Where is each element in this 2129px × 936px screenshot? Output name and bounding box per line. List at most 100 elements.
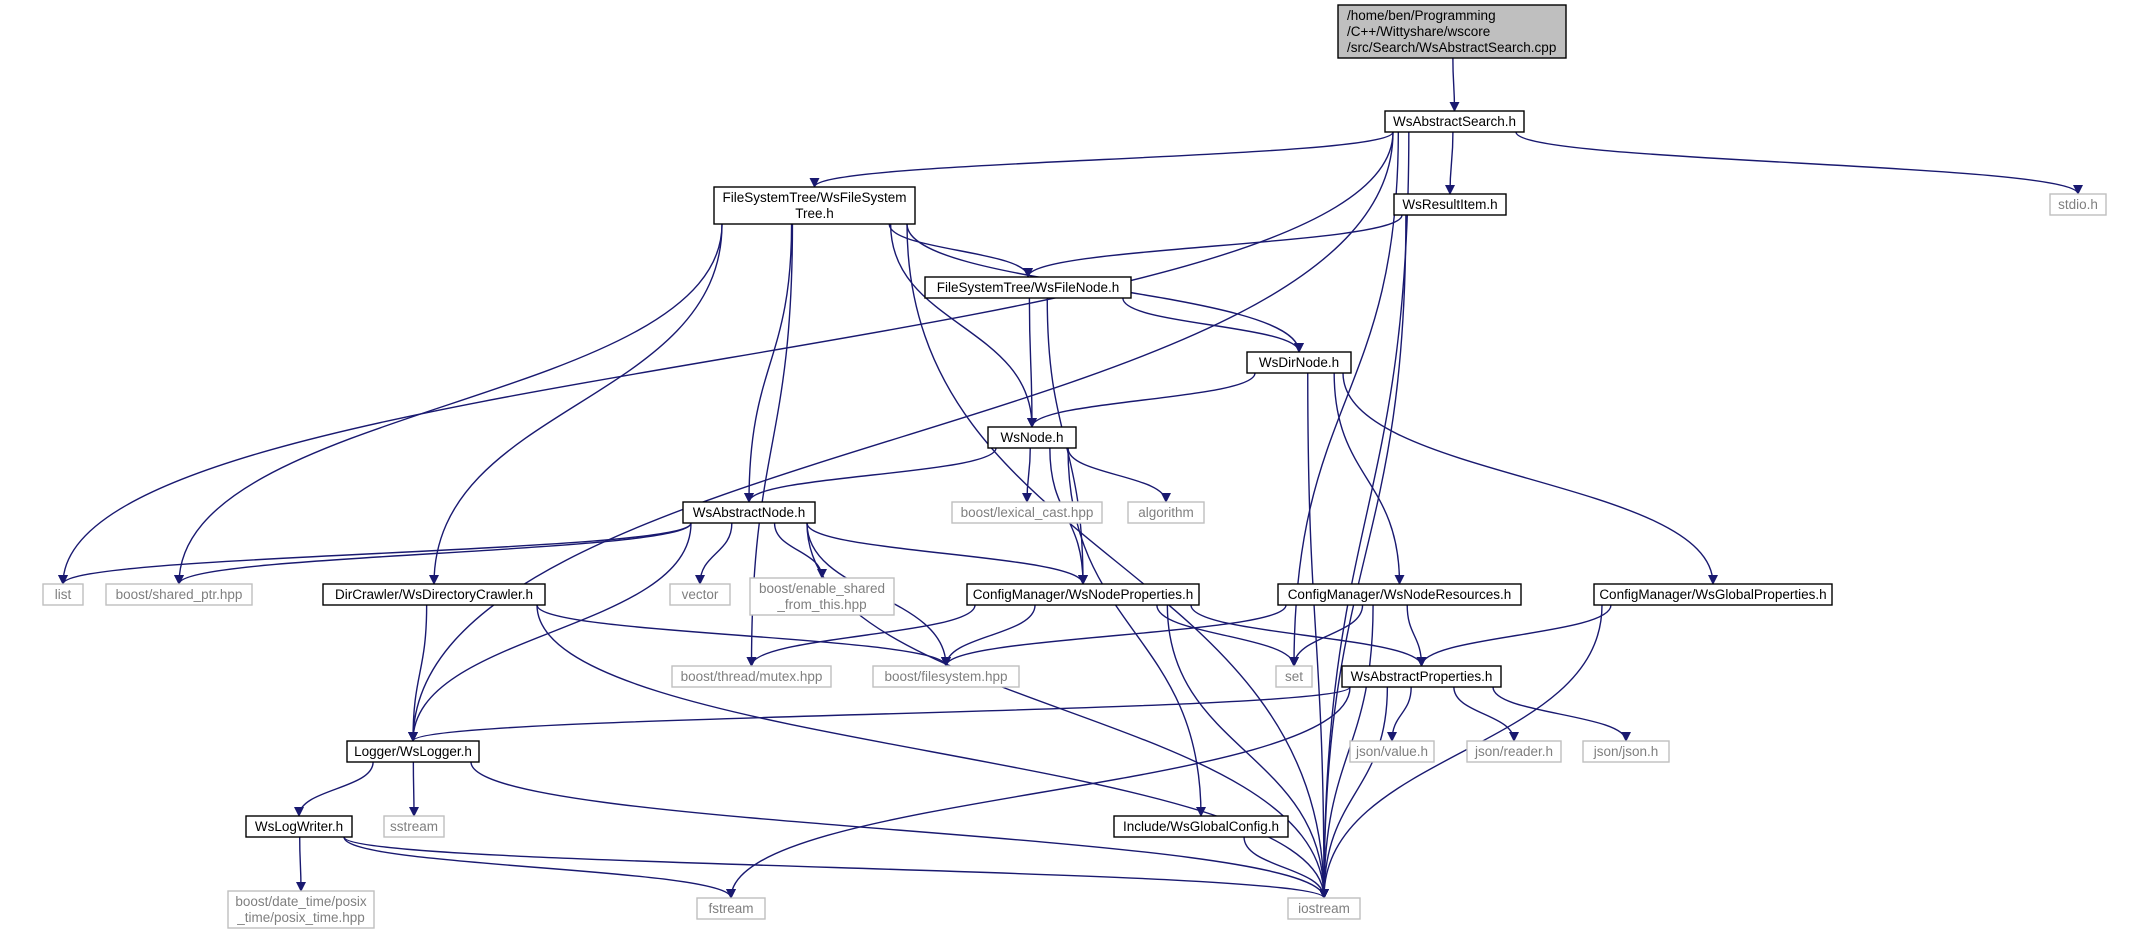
edge-wsfilesystemtree-to-wsdirectorycrawler: [429, 223, 723, 585]
edge-wsabstractsearch-to-list: [58, 131, 1394, 585]
node-label: WsResultItem.h: [1402, 197, 1497, 212]
edge-wslogwriter-to-fstream: [343, 836, 736, 899]
node-wslogwriter[interactable]: WsLogWriter.h: [245, 815, 353, 838]
node-wsdirectorycrawler[interactable]: DirCrawler/WsDirectoryCrawler.h: [322, 583, 546, 606]
edge-wsfilesystemtree-to-shared_ptr: [174, 223, 723, 585]
edge-wsabstractsearch-to-wsfilesystemtree: [809, 131, 1394, 188]
node-wsglobalconfig[interactable]: Include/WsGlobalConfig.h: [1113, 815, 1289, 838]
edge-wslogwriter-to-posix_time: [295, 836, 306, 892]
node-box: [696, 897, 766, 920]
node-algorithm: algorithm: [1127, 501, 1205, 524]
edge-wsnode-to-lexical_cast: [1022, 447, 1033, 503]
edge-wsfilesystemtree-to-wsfilenode: [888, 223, 1033, 278]
node-label: boost/date_time/posix: [235, 894, 367, 909]
edge-wsabstractnode-to-list: [58, 522, 692, 585]
edge-wsnodeproperties-to-filesystem: [941, 604, 1036, 667]
node-box: [346, 740, 480, 763]
node-wsnodeproperties[interactable]: ConfigManager/WsNodeProperties.h: [966, 583, 1200, 606]
node-json_reader: json/reader.h: [1466, 740, 1562, 763]
node-label: boost/lexical_cast.hpp: [961, 505, 1094, 520]
node-set: set: [1275, 665, 1313, 688]
edge-wsresultitem-to-wsfilenode: [1023, 214, 1403, 278]
node-label: stdio.h: [2058, 197, 2098, 212]
edge-wsnoderesources-to-filesystem: [941, 604, 1287, 667]
edge-wsfilenode-to-wsnode: [1026, 297, 1037, 428]
node-box: [1246, 351, 1352, 374]
edge-wsnoderesources-to-iostream: [1319, 604, 1374, 899]
node-label: iostream: [1298, 901, 1350, 916]
node-wsfilenode[interactable]: FileSystemTree/WsFileNode.h: [924, 276, 1132, 299]
node-box: [1341, 665, 1502, 688]
node-box: [951, 501, 1103, 524]
node-label: json/json.h: [1593, 744, 1659, 759]
node-label: boost/enable_shared: [759, 581, 885, 596]
node-box: [671, 665, 832, 688]
edge-wsabstractsearch-to-stdio: [1515, 131, 2083, 195]
edge-wsfilenode-to-wsdirnode: [1122, 297, 1304, 353]
node-json_json: json/json.h: [1582, 740, 1670, 763]
node-label: ConfigManager/WsNodeResources.h: [1288, 587, 1512, 602]
node-wsnoderesources[interactable]: ConfigManager/WsNodeResources.h: [1277, 583, 1522, 606]
node-box: [966, 583, 1200, 606]
edge-wsabstractproperties-to-iostream: [1319, 686, 1389, 899]
edge-wsnodeproperties-to-set: [1156, 604, 1299, 667]
node-label: list: [55, 587, 72, 602]
node-label: /src/Search/WsAbstractSearch.cpp: [1347, 40, 1556, 55]
node-wslogger[interactable]: Logger/WsLogger.h: [346, 740, 480, 763]
node-box: [1277, 583, 1522, 606]
dependency-edges: [58, 57, 2083, 899]
node-wsglobalproperties[interactable]: ConfigManager/WsGlobalProperties.h: [1593, 583, 1833, 606]
node-label: FileSystemTree/WsFileSystem: [722, 190, 906, 205]
edge-wsabstractproperties-to-wslogger: [408, 686, 1351, 742]
node-sstream: sstream: [383, 815, 445, 838]
node-label: Tree.h: [795, 206, 834, 221]
node-wsabstractsearch[interactable]: WsAbstractSearch.h: [1384, 110, 1525, 133]
node-label: json/value.h: [1355, 744, 1428, 759]
node-box: [713, 186, 916, 225]
node-box: [105, 583, 253, 606]
node-box: [245, 815, 353, 838]
edge-root-to-wsabstractsearch: [1449, 57, 1460, 112]
edge-wsnoderesources-to-set: [1289, 604, 1364, 667]
node-box: [1593, 583, 1833, 606]
node-box: [1466, 740, 1562, 763]
edge-wsdirectorycrawler-to-wslogger: [408, 604, 428, 742]
node-box: [872, 665, 1020, 688]
node-wsresultitem[interactable]: WsResultItem.h: [1393, 193, 1507, 216]
node-enable_shared: boost/enable_shared_from_this.hpp: [749, 577, 895, 616]
edge-wsdirnode-to-wsnode: [1027, 372, 1256, 428]
node-label: FileSystemTree/WsFileNode.h: [937, 280, 1120, 295]
node-label: json/reader.h: [1474, 744, 1553, 759]
node-root[interactable]: /home/ben/Programming/C++/Wittyshare/wsc…: [1337, 4, 1567, 59]
node-filesystem: boost/filesystem.hpp: [872, 665, 1020, 688]
edge-wsabstractsearch-to-set: [1289, 131, 1400, 667]
node-vector: vector: [669, 583, 731, 606]
node-label: /C++/Wittyshare/wscore: [1347, 24, 1490, 39]
node-wsnode[interactable]: WsNode.h: [987, 426, 1077, 449]
edge-wsnodeproperties-to-mutex: [746, 604, 976, 667]
node-box: [682, 501, 816, 524]
node-wsabstractproperties[interactable]: WsAbstractProperties.h: [1341, 665, 1502, 688]
node-shared_ptr: boost/shared_ptr.hpp: [105, 583, 253, 606]
node-label: sstream: [390, 819, 438, 834]
edge-wsnodeproperties-to-wsabstractproperties: [1190, 604, 1427, 667]
edge-wsfilesystemtree-to-wsnode: [889, 223, 1037, 428]
edge-wsabstractproperties-to-json_value: [1387, 686, 1412, 742]
node-box: [1393, 193, 1507, 216]
node-label: algorithm: [1138, 505, 1194, 520]
node-wsdirnode[interactable]: WsDirNode.h: [1246, 351, 1352, 374]
node-fstream: fstream: [696, 897, 766, 920]
node-label: _from_this.hpp: [776, 597, 866, 612]
node-box: [383, 815, 445, 838]
edge-wsdirnode-to-wsglobalproperties: [1342, 372, 1718, 585]
node-box: [1113, 815, 1289, 838]
node-box: [1287, 897, 1361, 920]
node-box: [1349, 740, 1435, 763]
edge-wsabstractproperties-to-json_json: [1492, 686, 1631, 742]
node-wsabstractnode[interactable]: WsAbstractNode.h: [682, 501, 816, 524]
node-iostream: iostream: [1287, 897, 1361, 920]
node-label: vector: [682, 587, 719, 602]
edge-wsdirnode-to-wsnoderesources: [1333, 372, 1405, 585]
edge-wsabstractproperties-to-fstream: [726, 686, 1351, 899]
